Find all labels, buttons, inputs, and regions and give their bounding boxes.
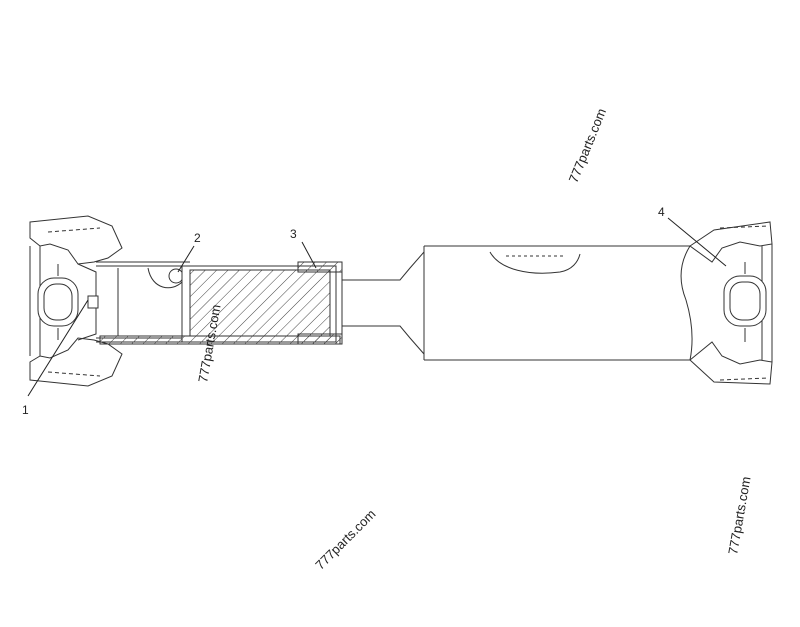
left-yoke xyxy=(29,215,123,387)
main-tube xyxy=(423,245,693,361)
callout-label-4: 4 xyxy=(658,205,665,219)
callout-3: 3 xyxy=(290,227,317,269)
callout-label-1: 1 xyxy=(22,403,29,417)
right-bearing-cup xyxy=(723,262,767,342)
callout-label-3: 3 xyxy=(290,227,297,241)
callout-1: 1 xyxy=(22,299,89,417)
left-bearing-cup xyxy=(37,264,99,340)
right-yoke xyxy=(689,221,773,385)
callout-4: 4 xyxy=(658,205,727,267)
callout-2: 2 xyxy=(177,231,201,273)
slip-yoke-section xyxy=(96,261,343,345)
callout-label-2: 2 xyxy=(194,231,201,245)
shaft-neck xyxy=(342,251,425,355)
